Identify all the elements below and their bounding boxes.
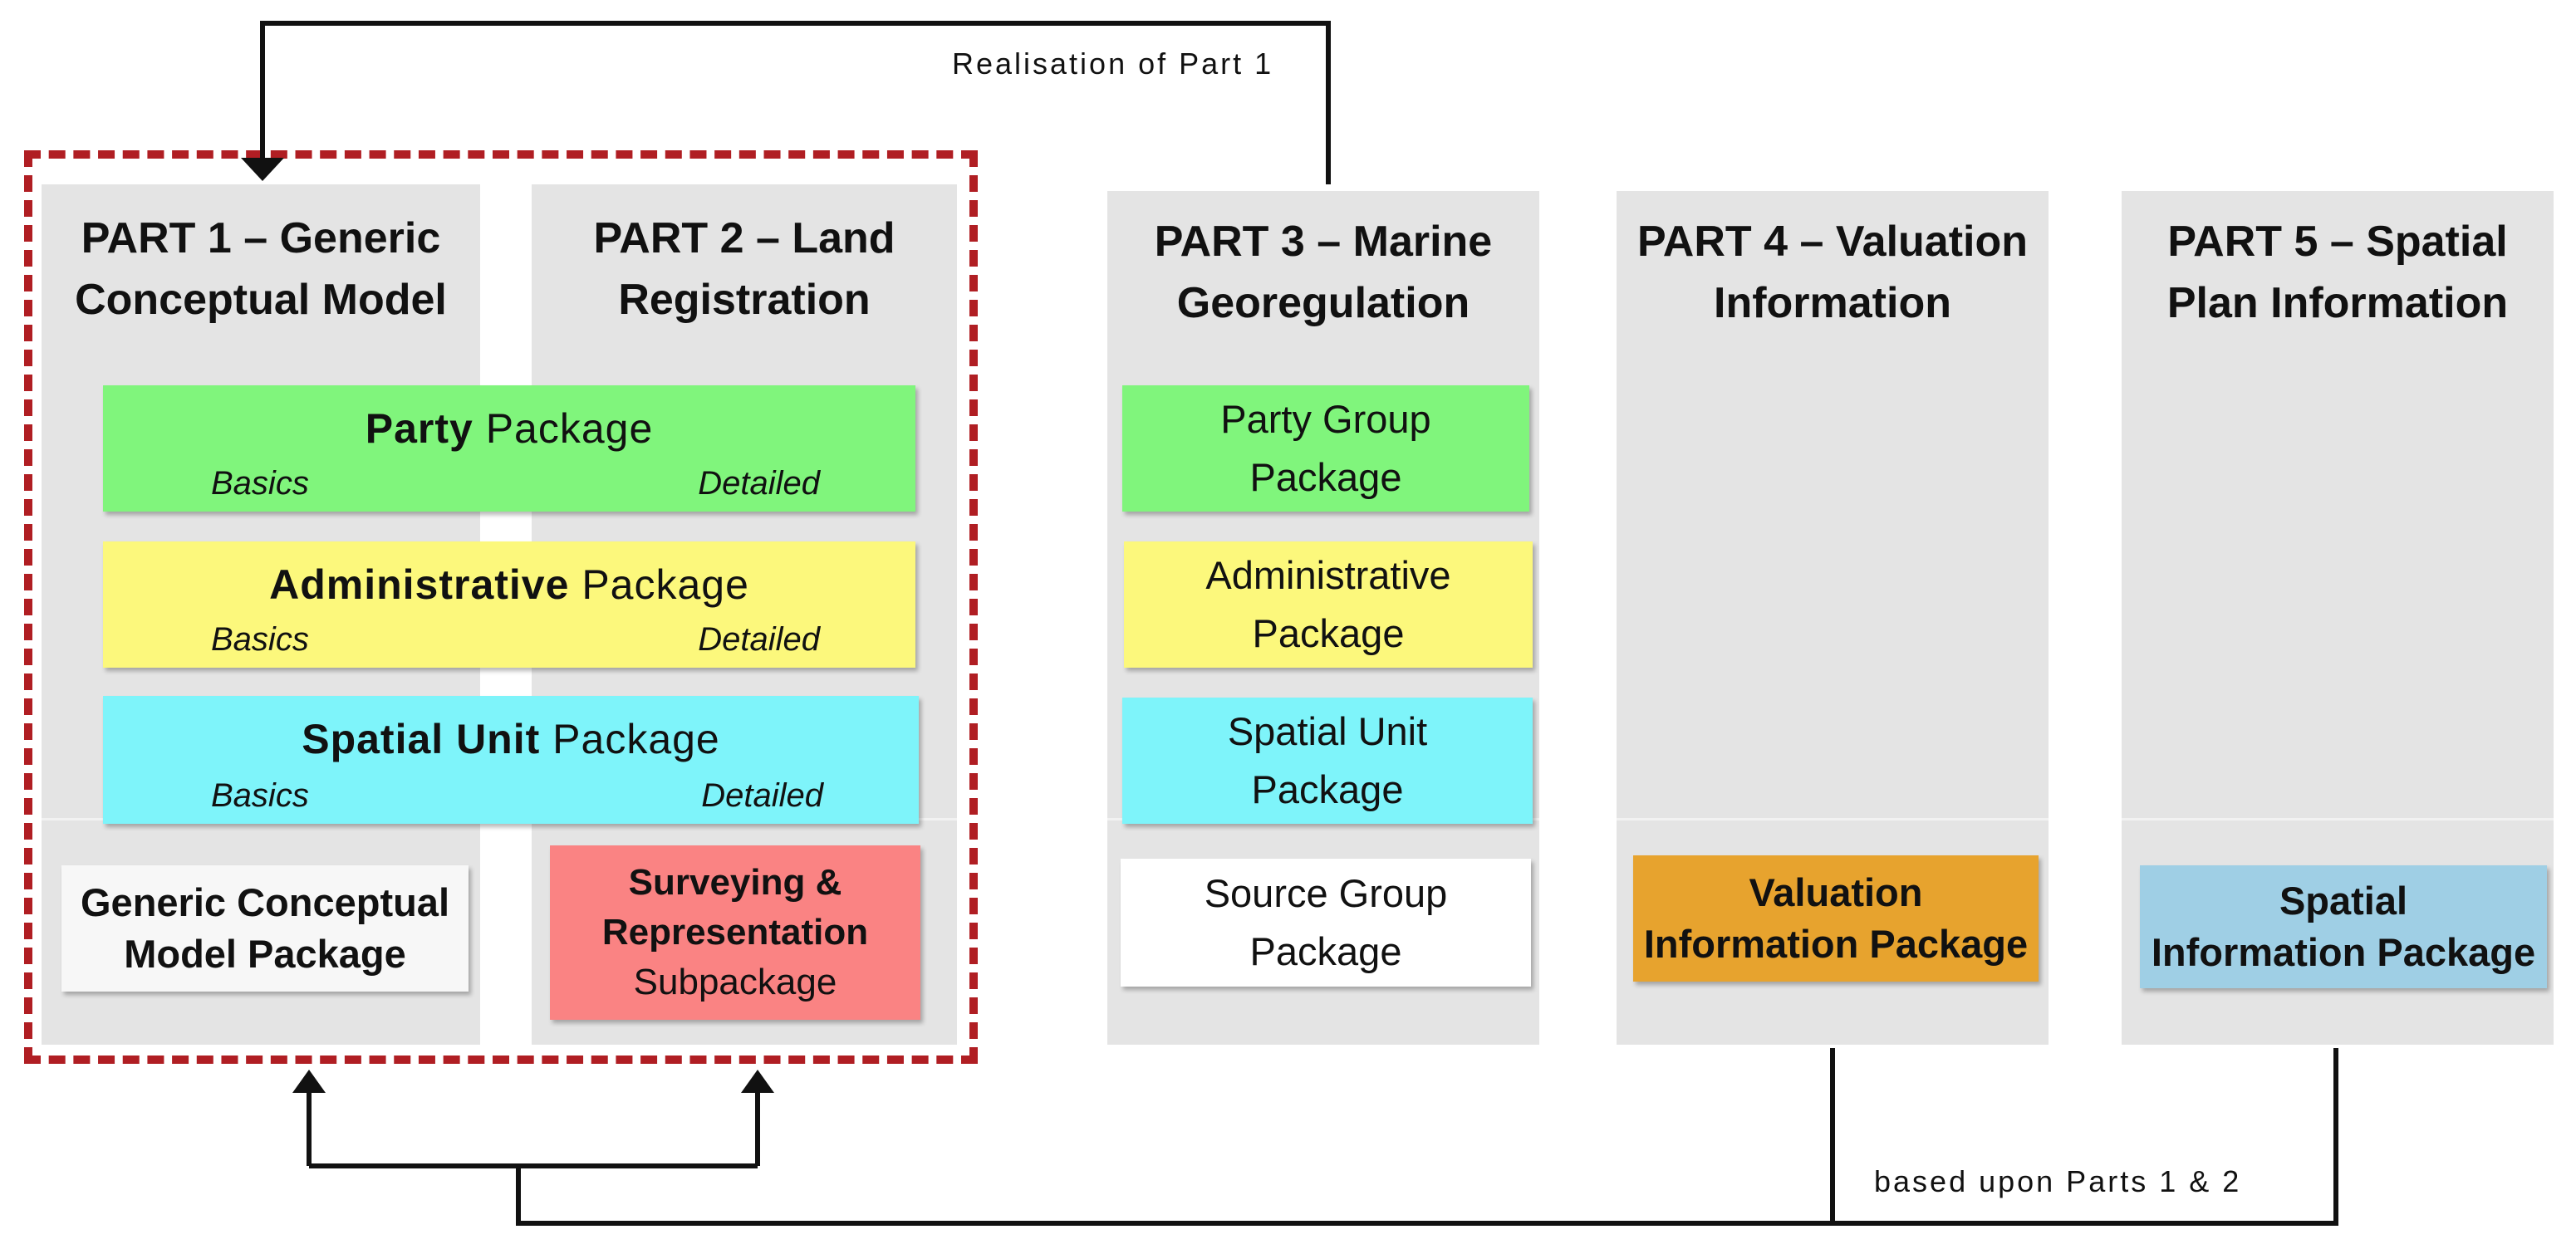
party-detailed-label: Detailed	[698, 465, 820, 502]
administrative-detailed-label: Detailed	[698, 621, 820, 658]
based-upon-label: based upon Parts 1 & 2	[1874, 1164, 2242, 1198]
administrative-basics-label: Basics	[211, 621, 309, 658]
party-basics-label: Basics	[211, 465, 309, 502]
part5-separator	[2122, 818, 2554, 820]
realisation-arrowhead	[241, 158, 284, 181]
part1-arrowhead	[292, 1070, 326, 1093]
based-upon-connector-part5	[516, 1048, 2338, 1226]
party-package: Party Package Basics Detailed	[103, 385, 915, 512]
realisation-label: Realisation of Part 1	[952, 47, 1274, 81]
spatial-unit-basics-label: Basics	[211, 777, 309, 814]
part2-arrowhead	[741, 1070, 774, 1093]
part1-part2-boundary	[24, 150, 978, 1064]
administrative-package: Administrative Package Basics Detailed	[103, 541, 915, 668]
realisation-connector	[260, 21, 1331, 184]
part4-separator	[1617, 818, 2049, 820]
spatial-unit-package: Spatial Unit Package Basics Detailed	[103, 696, 919, 824]
spatial-unit-detailed-label: Detailed	[701, 777, 823, 814]
surveying-representation-subpackage: Surveying & Representation Subpackage	[550, 845, 920, 1020]
